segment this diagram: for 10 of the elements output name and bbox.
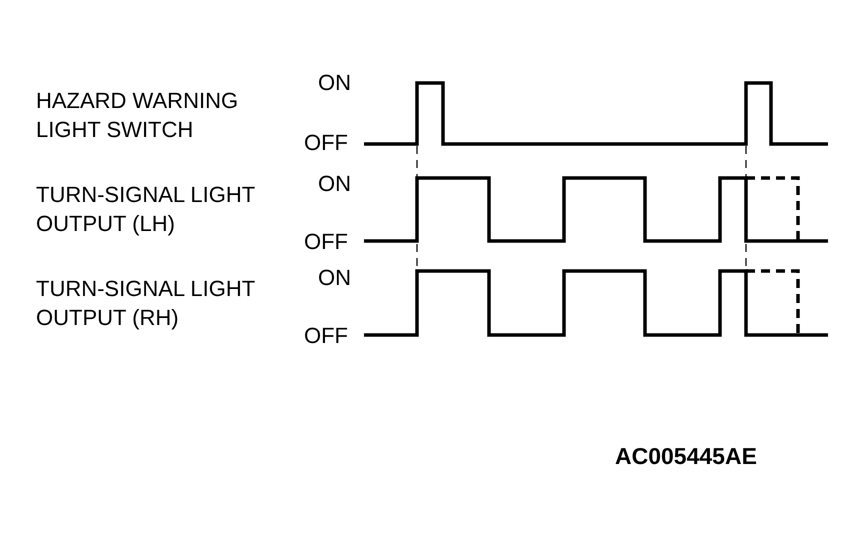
state-label: OFF	[304, 132, 348, 154]
state-label: ON	[318, 173, 351, 195]
state-label: ON	[318, 267, 351, 289]
state-label: OFF	[304, 325, 348, 347]
signal-name: TURN-SIGNAL LIGHT OUTPUT (RH)	[36, 275, 256, 332]
state-label: ON	[318, 72, 351, 94]
signal-name: TURN-SIGNAL LIGHT OUTPUT (LH)	[36, 181, 256, 238]
figure-code: AC005445AE	[615, 445, 757, 468]
signal-name: HAZARD WARNING LIGHT SWITCH	[36, 87, 240, 144]
state-label: OFF	[304, 231, 348, 253]
